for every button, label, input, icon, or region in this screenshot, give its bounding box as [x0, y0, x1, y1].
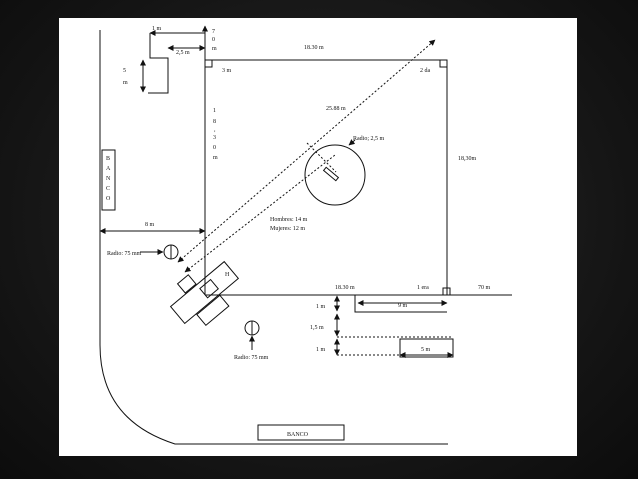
first-base — [442, 287, 451, 296]
third-base — [204, 59, 213, 68]
bench-left-letter: B — [106, 156, 110, 162]
bench-bottom-label: BANCO — [287, 432, 309, 438]
dim-70m: 70 m — [478, 285, 491, 291]
dim-1830-left: , — [214, 127, 216, 133]
dim-2588: 25.88 m — [326, 106, 346, 112]
dim-1830-bottom: 18.30 m — [335, 285, 355, 291]
dim-1830-left: m — [213, 155, 218, 161]
dim-7m-vertical: 0 — [212, 37, 215, 43]
second-base — [439, 59, 448, 68]
dim-9m: 9 m — [398, 303, 408, 309]
dim-8m: 8 m — [145, 222, 155, 228]
dim-1830-left: 8 — [213, 119, 216, 125]
dim-radio-center: Radio; 2,5 m — [353, 136, 384, 142]
label-H: H — [225, 272, 230, 278]
bench-left-letter: C — [106, 186, 110, 192]
label-2da: 2 da — [420, 68, 431, 74]
dim-1830-left: 0 — [213, 145, 216, 151]
pitcher-plate — [322, 166, 340, 182]
bullpen-right — [354, 295, 447, 313]
dim-1830-left: 3 — [213, 135, 216, 141]
bench-left — [101, 149, 116, 211]
bench-bottom — [257, 424, 345, 441]
left-boundary-line — [99, 30, 448, 445]
bench-left-letter: O — [106, 196, 111, 202]
dim-1m-a: 1 m — [316, 304, 326, 310]
dim-1830-left: 1 — [213, 108, 216, 114]
bullpen-box — [148, 33, 169, 94]
radio-left: Radio: 75 mm — [107, 251, 142, 257]
dim-5m-bottom: 5 m — [421, 347, 431, 353]
home-plate-area — [169, 260, 240, 327]
dim-15m: 1,5 m — [310, 325, 324, 331]
dim-1m-top: 1 m — [152, 26, 162, 32]
radio-bottom: Radio: 75 mm — [234, 355, 269, 361]
dim-7m-vertical: m — [212, 46, 217, 52]
dim-7m-vertical: 7 — [212, 29, 215, 35]
pitching-line — [184, 154, 336, 273]
bench-left-letter: A — [106, 166, 111, 172]
label-mujeres: Mujeres: 12 m — [270, 226, 305, 232]
pitcher-circle — [304, 144, 366, 206]
dim-25m-top: 2,5 m — [176, 50, 190, 56]
diagonal-2588 — [177, 39, 436, 263]
dim-1830-top: 18.30 m — [304, 45, 324, 51]
dim-5m-vertical: m — [123, 80, 128, 86]
label-1era: 1 era — [417, 285, 429, 291]
dim-1830-right: 18,30m — [458, 156, 477, 162]
label-hombres: Hombres: 14 m — [270, 217, 308, 223]
dim-1m-b: 1 m — [316, 347, 326, 353]
bench-left-letter: N — [106, 176, 111, 182]
dim-5m-vertical: 5 — [123, 68, 126, 74]
dim-3m: 3 m — [222, 68, 232, 74]
